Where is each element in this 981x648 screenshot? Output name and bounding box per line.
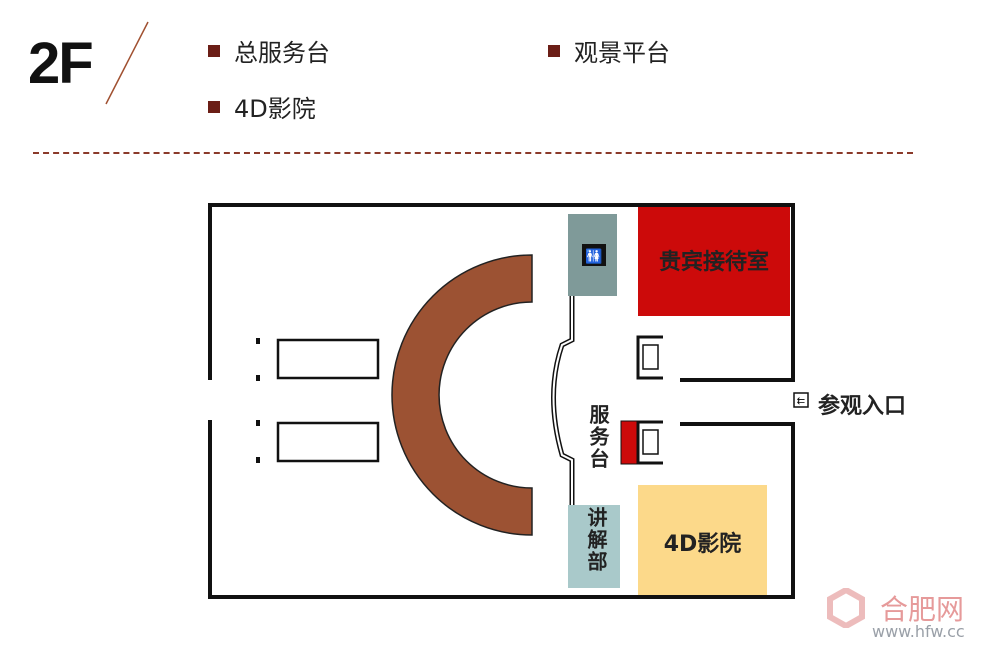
floor-label: 2F [28, 31, 94, 96]
service-desk-label: 服务台 [586, 404, 610, 470]
legend-label: 总服务台 [234, 39, 330, 67]
elevator-icon [636, 420, 663, 465]
watermark-url: www.hfw.cc [872, 622, 965, 641]
bullet-icon [208, 44, 220, 57]
bullet-icon [208, 100, 220, 113]
cinema-room-label: 4D影院 [663, 532, 742, 557]
vip-room [638, 207, 790, 316]
divider-line [33, 152, 913, 154]
cinema-room [638, 485, 767, 595]
service-desk [620, 420, 638, 465]
slash-divider [105, 21, 149, 105]
walls [208, 203, 795, 599]
guide-room-label: 讲解部 [584, 507, 608, 573]
svg-text:⇇: ⇇ [797, 396, 805, 407]
legend-label: 4D影院 [234, 95, 316, 123]
restroom-icon: 🚻 [585, 248, 602, 265]
legend-item: 总服务台 [208, 33, 330, 68]
guide-room [568, 505, 620, 588]
entrance-label: 参观入口 [818, 394, 907, 419]
elevator-icon [636, 335, 663, 380]
legend-item: 观景平台 [548, 33, 670, 68]
legend-item: 4D影院 [208, 89, 316, 124]
watermark-logo-icon [826, 586, 866, 630]
arc-platform [391, 254, 533, 536]
legend-label: 观景平台 [574, 39, 670, 67]
vip-room-label: 贵宾接待室 [658, 250, 769, 275]
bullet-icon [548, 44, 560, 57]
watermark-name: 合肥网 [880, 593, 965, 626]
entrance-icon [793, 392, 809, 408]
